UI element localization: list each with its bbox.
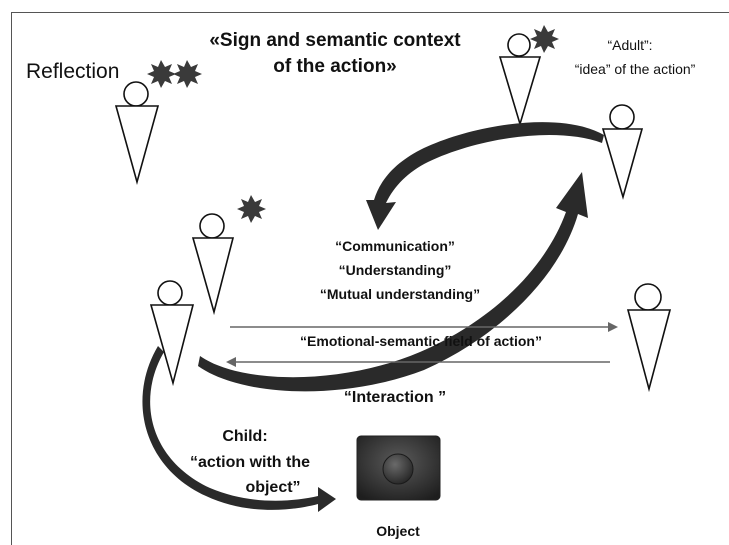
understanding-label: “Understanding” [338, 262, 452, 278]
title-line-2: of the action» [273, 56, 397, 77]
child-label-line-2: “action with the [190, 454, 310, 471]
diagram-frame [11, 12, 729, 545]
emotional-semantic-field-label: “Emotional-semantic field of action” [300, 333, 542, 349]
person-figure-child [149, 280, 195, 387]
person-figure-partner [626, 283, 672, 393]
person-figure-adult-top [498, 33, 542, 127]
object-label: Object [376, 523, 420, 539]
person-figure-middle [191, 213, 235, 316]
adult-label-line-1: “Adult”: [607, 37, 653, 53]
burst-star-icon [237, 195, 266, 223]
straight-arrow-right [230, 322, 618, 332]
interaction-label: “Interaction ” [343, 389, 447, 406]
burst-star-icon [173, 60, 202, 88]
burst-star-icon [530, 25, 559, 53]
adult-label-line-2: “idea” of the action” [574, 61, 696, 77]
burst-star-icon [147, 60, 176, 88]
object-box-icon [356, 435, 441, 501]
person-figure-adult-right [601, 104, 644, 200]
straight-arrow-left [226, 357, 610, 367]
title-line-1: «Sign and semantic context [209, 30, 461, 51]
person-figure-reflection [114, 81, 160, 186]
curved-arrow-top [366, 122, 604, 230]
child-label-line-3: object” [245, 479, 301, 496]
mutual-understanding-label: “Mutual understanding” [319, 286, 481, 302]
reflection-label: Reflection [26, 60, 120, 83]
communication-label: “Communication” [335, 238, 455, 254]
child-label-line-1: Child: [222, 428, 268, 445]
